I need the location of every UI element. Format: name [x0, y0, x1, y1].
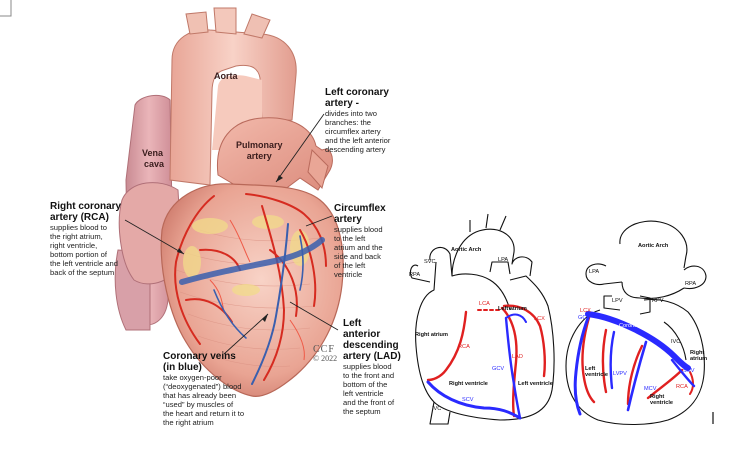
front-right-atrium-label: Right atrium [415, 332, 448, 338]
back-right-atrium-label: Right atrium [690, 350, 707, 362]
front-ivc-label: IVC [432, 406, 441, 412]
front-aortic-arch-label: Aortic Arch [451, 247, 481, 253]
back-left-ventricle-line-2: ventricle [585, 372, 608, 378]
back-right-ventricle-label: Right ventricle [650, 394, 673, 406]
back-right-atrium-line-2: atrium [690, 356, 707, 362]
back-rpv-label: RPV [652, 298, 664, 304]
back-mcv-label: MCV [644, 386, 656, 392]
back-rpa-label: RPA [685, 281, 696, 287]
back-lpa-label: LPA [589, 269, 599, 275]
front-scv-label: SCV [462, 397, 474, 403]
front-lca-label: LCA [479, 301, 490, 307]
front-right-ventricle-label: Right ventricle [449, 381, 488, 387]
back-lvpv-label: LVPV [613, 371, 627, 377]
back-scv-label: SCV [683, 368, 695, 374]
front-rca-label: RCA [458, 344, 470, 350]
front-left-atrium-label: Left atrium [498, 306, 527, 312]
back-coronary-sinus-label: Coronary sinus [619, 323, 657, 329]
back-rca-label: RCA [676, 384, 688, 390]
front-lcx-label: LCX [534, 316, 545, 322]
back-lcx-label: LCX [580, 308, 591, 314]
front-rpa-label: RPA [409, 272, 420, 278]
front-left-ventricle-label: Left ventricle [518, 381, 553, 387]
back-lpv-label: LPV [612, 298, 623, 304]
front-svc-label: SVC [424, 259, 436, 265]
front-lpa-label: LPA [498, 257, 508, 263]
front-gcv-label: GCV [492, 366, 504, 372]
back-ivc-label: IVC [671, 339, 680, 345]
back-left-ventricle-label: Left ventricle [585, 366, 608, 378]
front-lad-label: LAD [512, 354, 523, 360]
back-gcv-label: GCV [578, 315, 590, 321]
back-aortic-arch-label: Aortic Arch [638, 243, 668, 249]
back-right-ventricle-line-2: ventricle [650, 400, 673, 406]
